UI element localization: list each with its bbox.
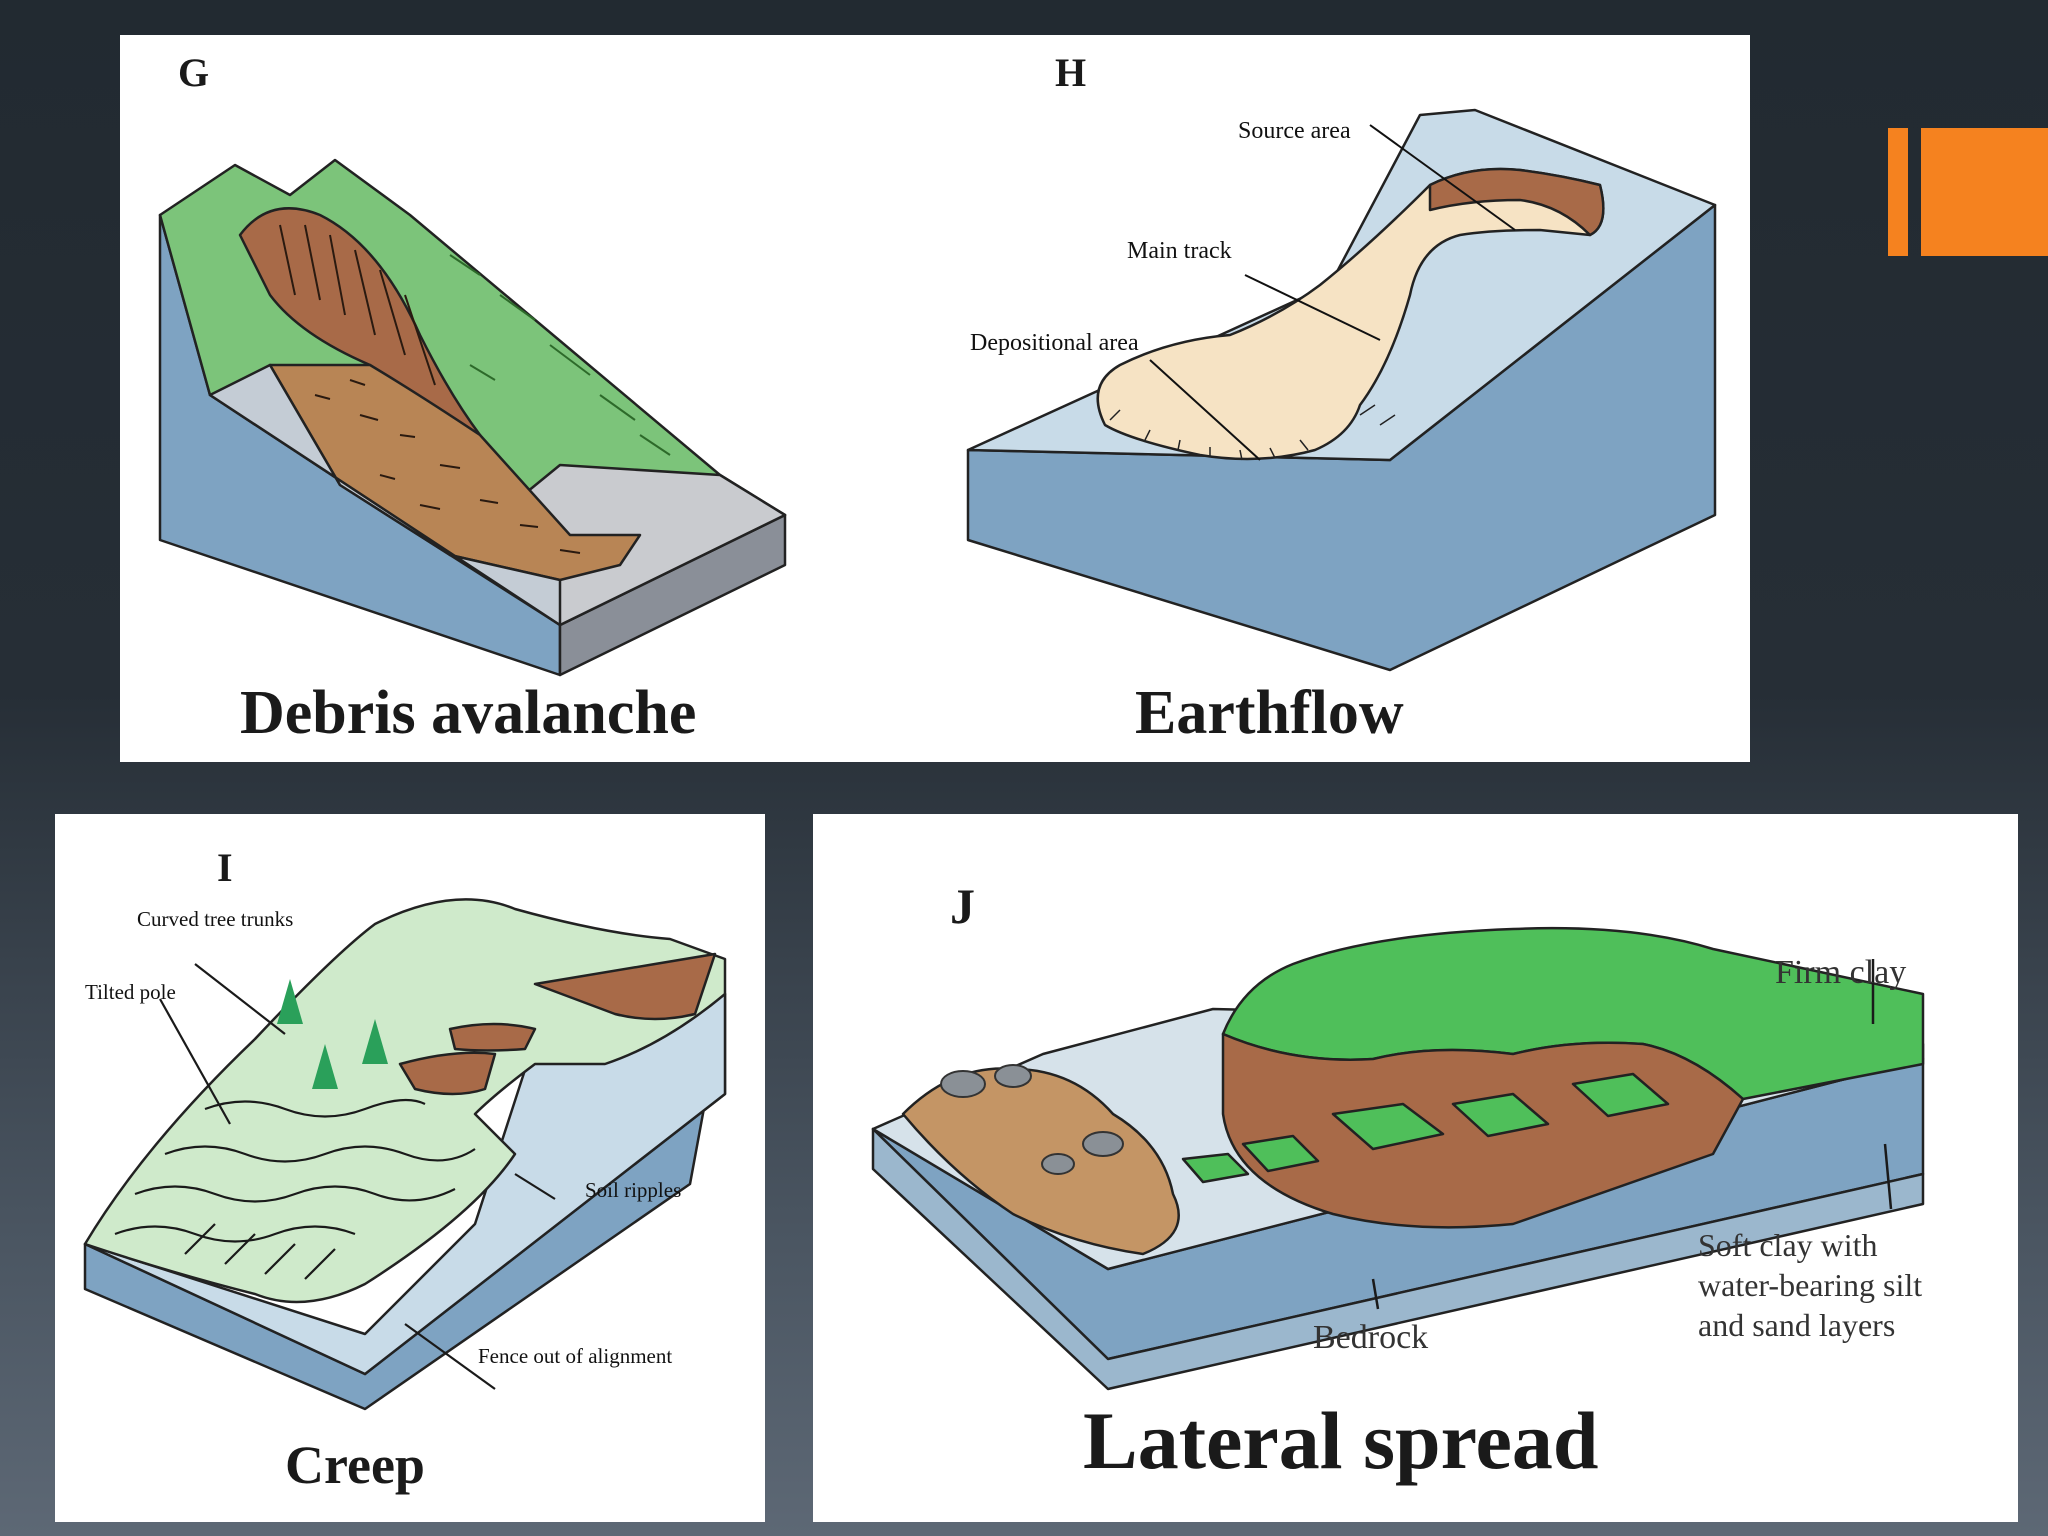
debris-earthflow-illustration: [158, 108, 1717, 677]
panel-debris-earthflow: G H Debris avalanche Earthflow Source ar…: [120, 35, 1750, 762]
soil-ripple-lines: [114, 963, 556, 1390]
earthflow-leader-lines: [1149, 124, 1516, 461]
soft-clay-label-line3: and sand layers: [1698, 1307, 1896, 1343]
panel-letter-j: J: [950, 878, 975, 934]
lateral-spread-title: Lateral spread: [1083, 1395, 1599, 1486]
creep-title: Creep: [285, 1435, 425, 1495]
depositional-area-label: Depositional area: [970, 330, 1139, 356]
creep-illustration: [83, 898, 727, 1411]
debris-avalanche-block: [158, 158, 787, 677]
panel-creep: I Curved tree trunks Tilted pole Soil ri…: [55, 814, 765, 1522]
lateral-spread-leader-lines: [1371, 959, 1893, 1310]
bedrock-label: Bedrock: [1313, 1319, 1429, 1356]
panel-letter-g: G: [178, 50, 210, 95]
debris-avalanche-title: Debris avalanche: [240, 679, 697, 747]
earthflow-block: [966, 108, 1717, 672]
curved-tree-trunks-label: Curved tree trunks: [137, 907, 294, 931]
soil-ripples-label: Soil ripples: [585, 1178, 682, 1202]
boulder-group: [940, 1064, 1124, 1175]
accent-bar: [1888, 128, 1908, 256]
tree-group: [277, 979, 388, 1089]
lateral-spread-illustration: [871, 926, 1925, 1391]
soft-clay-label-line2: water-bearing silt: [1698, 1267, 1923, 1303]
panel-letter-h: H: [1055, 50, 1087, 95]
firm-clay-label: Firm clay: [1775, 954, 1907, 991]
main-track-label: Main track: [1127, 238, 1232, 264]
fence-out-of-alignment-label: Fence out of alignment: [478, 1344, 673, 1368]
source-area-label: Source area: [1238, 118, 1351, 144]
soft-clay-label-line1: Soft clay with: [1698, 1227, 1878, 1263]
earthflow-title: Earthflow: [1135, 679, 1404, 747]
panel-letter-i: I: [217, 845, 233, 890]
tilted-pole-label: Tilted pole: [85, 980, 176, 1004]
panel-lateral-spread: J Firm clay Soft clay with water-bearing…: [813, 814, 2018, 1522]
accent-block: [1921, 128, 2048, 256]
